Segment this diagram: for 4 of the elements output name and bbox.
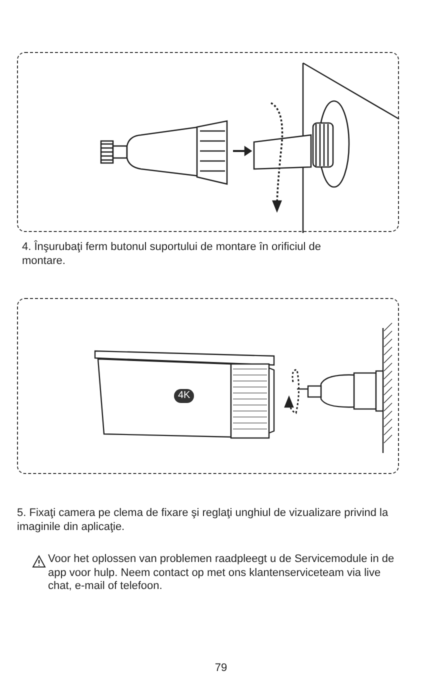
step-caption: 4. Înşurubaţi ferm butonul suportului de montare în orificiul de montare. xyxy=(22,240,322,268)
step-caption: 5. Fixaţi camera pe clema de fixare şi reglaţi unghiul de vizualizare privind la imaginile din aplicaţie. xyxy=(17,506,390,534)
page-number: 79 xyxy=(214,662,228,674)
support-note: Voor het oplossen van problemen raadpleegt u de Servicemodule in de app voor hulp. Neem contact op met ons klantenserviceteam via live chat, e-mail of telefoon. xyxy=(48,553,396,594)
